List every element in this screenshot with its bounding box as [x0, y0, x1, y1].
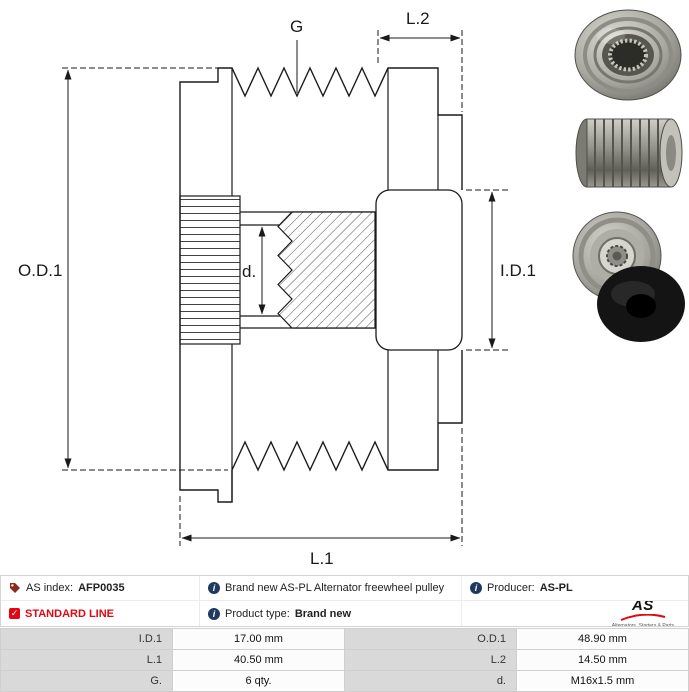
product-description: Brand new AS-PL Alternator freewheel pul…	[225, 582, 445, 594]
spec-label-id1: I.D.1	[1, 629, 172, 649]
spec-table: I.D.1 17.00 mm O.D.1 48.90 mm L.1 40.50 …	[0, 628, 689, 692]
pulley-outline	[179, 66, 463, 503]
spec-value-id1: 17.00 mm	[173, 629, 344, 649]
tag-icon	[10, 583, 20, 593]
spec-label-g: G.	[1, 671, 172, 691]
standard-line-cell: ✓ STANDARD LINE	[1, 601, 200, 626]
spec-value-l1: 40.50 mm	[173, 650, 344, 670]
spec-value-g: 6 qty.	[173, 671, 344, 691]
producer-cell: i Producer: AS-PL	[462, 576, 688, 601]
logo-cell: AS Alternators, Starters & Parts	[462, 601, 688, 626]
producer-value: AS-PL	[539, 582, 573, 594]
spec-value-od1: 48.90 mm	[517, 629, 688, 649]
product-photo-side-ribbed	[575, 118, 683, 188]
technical-drawing: O.D.1 G L.2 I.D.1 d. L.1	[18, 9, 536, 568]
check-icon: ✓	[9, 608, 20, 619]
product-type-cell: i Product type: Brand new	[200, 601, 462, 626]
spec-label-l2: L.2	[345, 650, 516, 670]
spec-value-d: M16x1.5 mm	[517, 671, 688, 691]
dimension-id1	[466, 189, 508, 351]
dimension-l2	[377, 30, 463, 112]
dim-label-od1: O.D.1	[18, 261, 62, 280]
dim-label-d: d.	[242, 262, 256, 281]
dim-label-g: G	[290, 17, 303, 36]
as-pl-logo-swoosh	[620, 613, 666, 621]
as-index-cell: AS index: AFP0035	[1, 576, 200, 601]
as-index-label: AS index:	[26, 582, 74, 594]
as-pl-logo-text: AS	[631, 601, 654, 614]
dim-label-id1: I.D.1	[500, 261, 536, 280]
standard-line-label: STANDARD LINE	[25, 607, 115, 620]
spec-label-d: d.	[345, 671, 516, 691]
description-cell: i Brand new AS-PL Alternator freewheel p…	[200, 576, 462, 601]
product-type-label: Product type:	[225, 607, 290, 620]
as-index-value: AFP0035	[78, 582, 125, 594]
spec-value-l2: 14.50 mm	[517, 650, 688, 670]
dim-label-l2: L.2	[406, 9, 430, 28]
splined-hub	[179, 195, 241, 345]
producer-label: Producer:	[487, 582, 535, 594]
product-photo-cap	[597, 266, 685, 342]
dimension-od1	[62, 67, 228, 471]
dim-label-l1: L.1	[310, 549, 334, 568]
spec-label-l1: L.1	[1, 650, 172, 670]
as-pl-logo-caption: Alternators, Starters & Parts	[611, 623, 674, 627]
as-pl-logo: AS Alternators, Starters & Parts	[612, 601, 680, 626]
dimension-l1	[179, 428, 463, 546]
product-type-value: Brand new	[294, 607, 352, 620]
info-icon: i	[208, 607, 220, 620]
threaded-bore	[277, 211, 376, 329]
spec-label-od1: O.D.1	[345, 629, 516, 649]
info-icon: i	[470, 582, 482, 594]
product-photo-front-splined	[574, 9, 682, 101]
info-icon: i	[208, 582, 220, 594]
clutch-boss	[375, 189, 463, 351]
product-photos	[565, 0, 689, 570]
product-info-bar: AS index: AFP0035 i Brand new AS-PL Alte…	[0, 575, 689, 627]
